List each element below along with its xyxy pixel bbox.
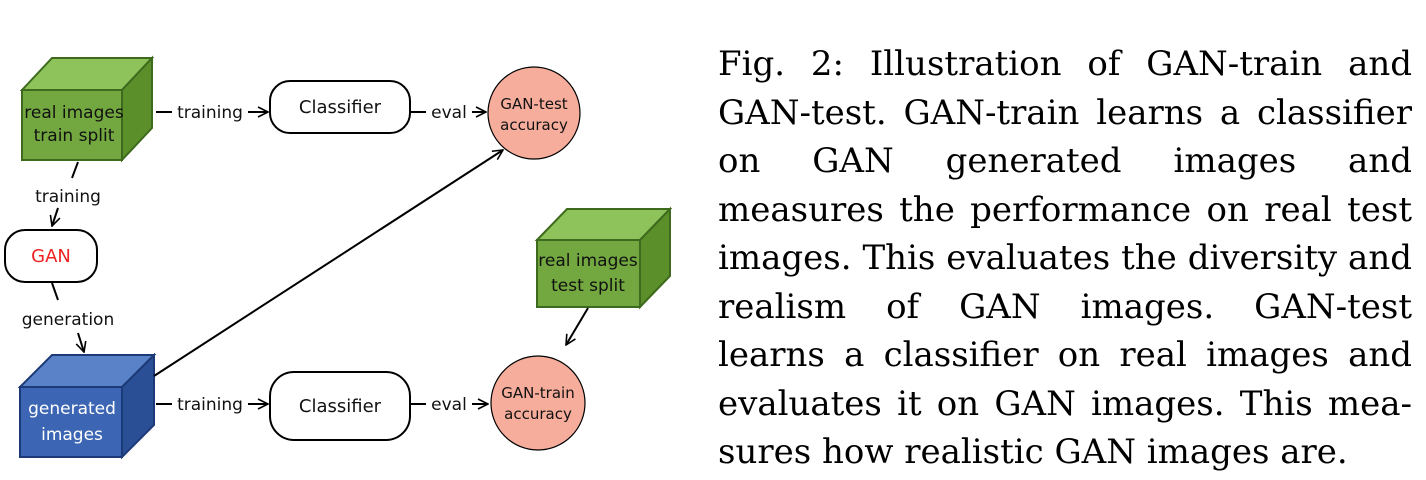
edge-eval-top-label: eval: [431, 103, 467, 123]
edge-classifier-to-gan-test: eval: [410, 103, 486, 123]
caption-text: Illustration of GAN-train and GAN-test. …: [718, 44, 1412, 472]
real-train-label-line1: real images: [24, 103, 124, 123]
real-train-label-line2: train split: [34, 126, 115, 146]
gan-test-line2: accuracy: [500, 116, 568, 134]
edge-training-gan-label: training: [35, 187, 101, 207]
edge-real-test-to-gan-train: [566, 307, 589, 345]
edge-real-to-classifier: training: [156, 103, 268, 123]
gan-label: GAN: [31, 246, 71, 267]
real-test-label-line1: real images: [538, 251, 638, 271]
real-images-test-split-cube: real images test split: [534, 206, 673, 310]
edge-eval-bottom-label: eval: [431, 395, 467, 415]
gan-node: GAN: [4, 229, 98, 283]
gan-test-accuracy-node: GAN-test accuracy: [487, 66, 581, 160]
gan-train-line1: GAN-train: [501, 384, 574, 402]
real-images-train-split-cube: real images train split: [19, 55, 155, 163]
caption-label: Fig. 2:: [718, 44, 844, 84]
gan-train-test-diagram: real images train split generated images…: [4, 55, 673, 460]
edge-generation-label: generation: [22, 310, 114, 330]
real-test-label-line2: test split: [551, 276, 625, 296]
caption-paragraph: Fig. 2: Illustration of GAN-train and GA…: [718, 40, 1412, 477]
edge-classifier-to-gan-train: eval: [410, 395, 488, 415]
gan-test-line1: GAN-test: [500, 95, 567, 113]
classifier-bottom-label: Classifier: [299, 396, 382, 417]
edge-generated-to-gan-test: [153, 150, 503, 377]
gan-train-line2: accuracy: [504, 405, 572, 423]
edge-gan-to-generated: generation: [22, 282, 114, 352]
edge-training-bottom-label: training: [177, 395, 243, 415]
classifier-node-bottom: Classifier: [269, 371, 411, 441]
gan-train-accuracy-node: GAN-train accuracy: [490, 355, 586, 451]
edge-generated-to-classifier: training: [156, 395, 268, 415]
generated-label-line1: generated: [28, 399, 116, 419]
figure-caption: Fig. 2: Illustration of GAN-train and GA…: [718, 40, 1412, 477]
generated-images-cube: generated images: [17, 352, 157, 460]
classifier-top-label: Classifier: [299, 97, 382, 118]
generated-label-line2: images: [41, 425, 103, 445]
edge-training-top-label: training: [177, 103, 243, 123]
edge-real-to-gan: training: [35, 161, 101, 226]
classifier-node-top: Classifier: [269, 80, 411, 134]
